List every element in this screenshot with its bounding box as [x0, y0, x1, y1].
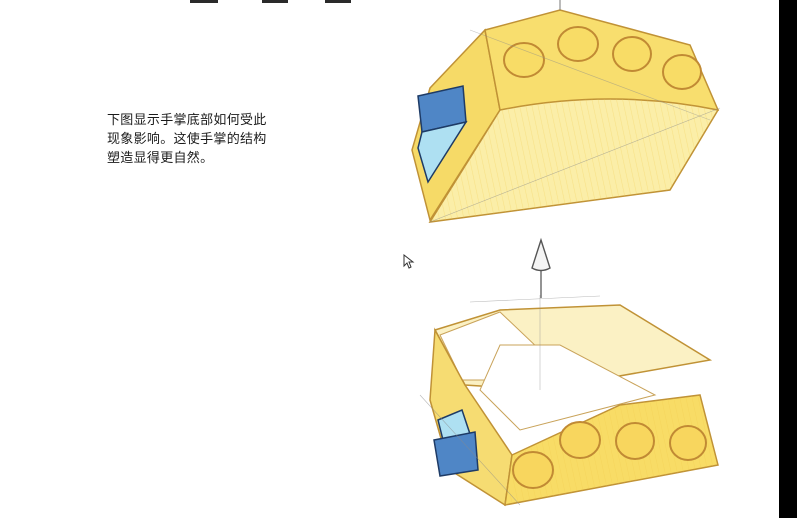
caption-text: 下图显示手掌底部如何受此 现象影响。这使手掌的结构 塑造显得更自然。	[107, 111, 307, 168]
thumb-base-dark	[433, 431, 479, 477]
top-face	[484, 9, 720, 111]
right-edge-bar	[779, 0, 797, 518]
knuckle	[559, 421, 601, 459]
palm-sketch-upper	[411, 0, 721, 223]
knuckle	[615, 422, 655, 460]
palm-sketch-lower	[419, 295, 719, 507]
knuckle	[503, 42, 545, 78]
up-arrow	[531, 237, 551, 298]
front-face-hatch	[430, 99, 718, 222]
mouse-pointer-icon	[403, 254, 415, 269]
top-edge-mark	[262, 0, 288, 3]
knuckle	[612, 36, 652, 72]
knuckle	[662, 54, 702, 90]
knuckle	[669, 425, 707, 461]
thumb-base-light	[417, 120, 468, 184]
caption-line: 现象影响。这使手掌的结构	[107, 132, 267, 147]
highlight-plane	[479, 344, 657, 431]
top-edge-mark	[190, 0, 218, 3]
caption-line: 塑造显得更自然。	[107, 151, 214, 166]
front-face-hatch	[505, 395, 718, 505]
caption-line: 下图显示手掌底部如何受此	[107, 113, 267, 128]
knuckle	[557, 26, 599, 62]
palm-illustration	[411, 0, 721, 507]
knuckle	[512, 451, 554, 489]
top-edge-mark	[325, 0, 351, 3]
document-page: 下图显示手掌底部如何受此 现象影响。这使手掌的结构 塑造显得更自然。	[107, 0, 721, 507]
